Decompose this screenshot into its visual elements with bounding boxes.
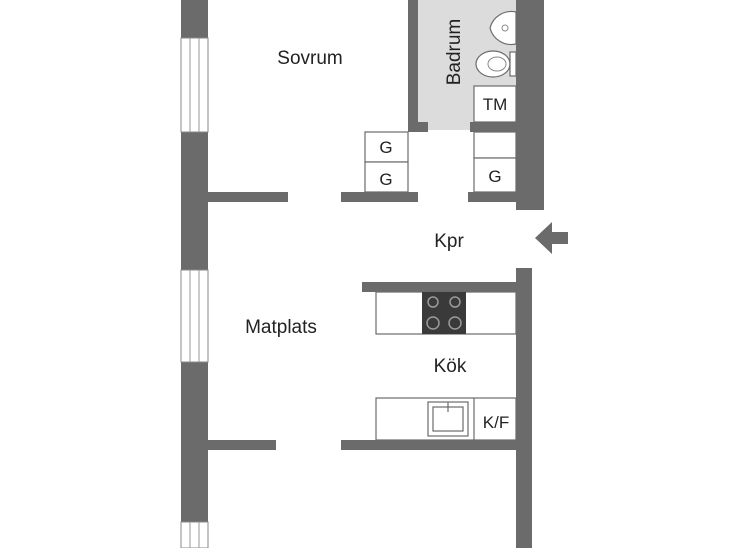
window-middle — [180, 269, 209, 363]
toilet-icon — [475, 50, 517, 78]
hall-wall-right — [468, 192, 516, 202]
bedroom-wall-left — [208, 192, 288, 202]
wardrobe-3-label: G — [488, 167, 501, 186]
fridge-freezer-label: K/F — [483, 413, 509, 432]
room-label-sovrum: Sovrum — [277, 48, 342, 69]
room-label-kok: Kök — [434, 356, 467, 377]
sink-icon — [427, 401, 469, 437]
bedroom-bathroom-wall — [408, 0, 418, 130]
bathroom-bottom-wall-right — [470, 122, 518, 132]
wardrobe-1 — [364, 131, 409, 163]
window-top — [180, 37, 209, 133]
room-label-matplats: Matplats — [245, 317, 317, 338]
right-exterior-wall-upper — [516, 0, 544, 210]
stove-icon — [422, 292, 466, 334]
right-exterior-wall-lower — [516, 268, 532, 548]
entrance-arrow-icon — [535, 222, 568, 254]
wardrobe-3-top — [473, 131, 517, 159]
wardrobe-1-label: G — [379, 138, 392, 157]
washing-machine — [473, 85, 517, 123]
kitchen-wall-bottom — [341, 440, 532, 450]
bedroom-wall-right — [341, 192, 418, 202]
wardrobe-2-label: G — [379, 170, 392, 189]
kitchen-upper-wall — [362, 282, 532, 292]
dining-wall-left — [208, 440, 276, 450]
room-label-kpr: Kpr — [434, 231, 464, 252]
window-bottom — [180, 521, 209, 548]
washbasin-icon — [489, 10, 517, 46]
bathroom-bottom-wall-left — [408, 122, 428, 132]
wardrobe-3 — [473, 157, 517, 193]
room-label-badrum: Badrum — [444, 19, 465, 86]
washing-machine-label: TM — [483, 95, 508, 114]
wardrobe-2 — [364, 161, 409, 193]
